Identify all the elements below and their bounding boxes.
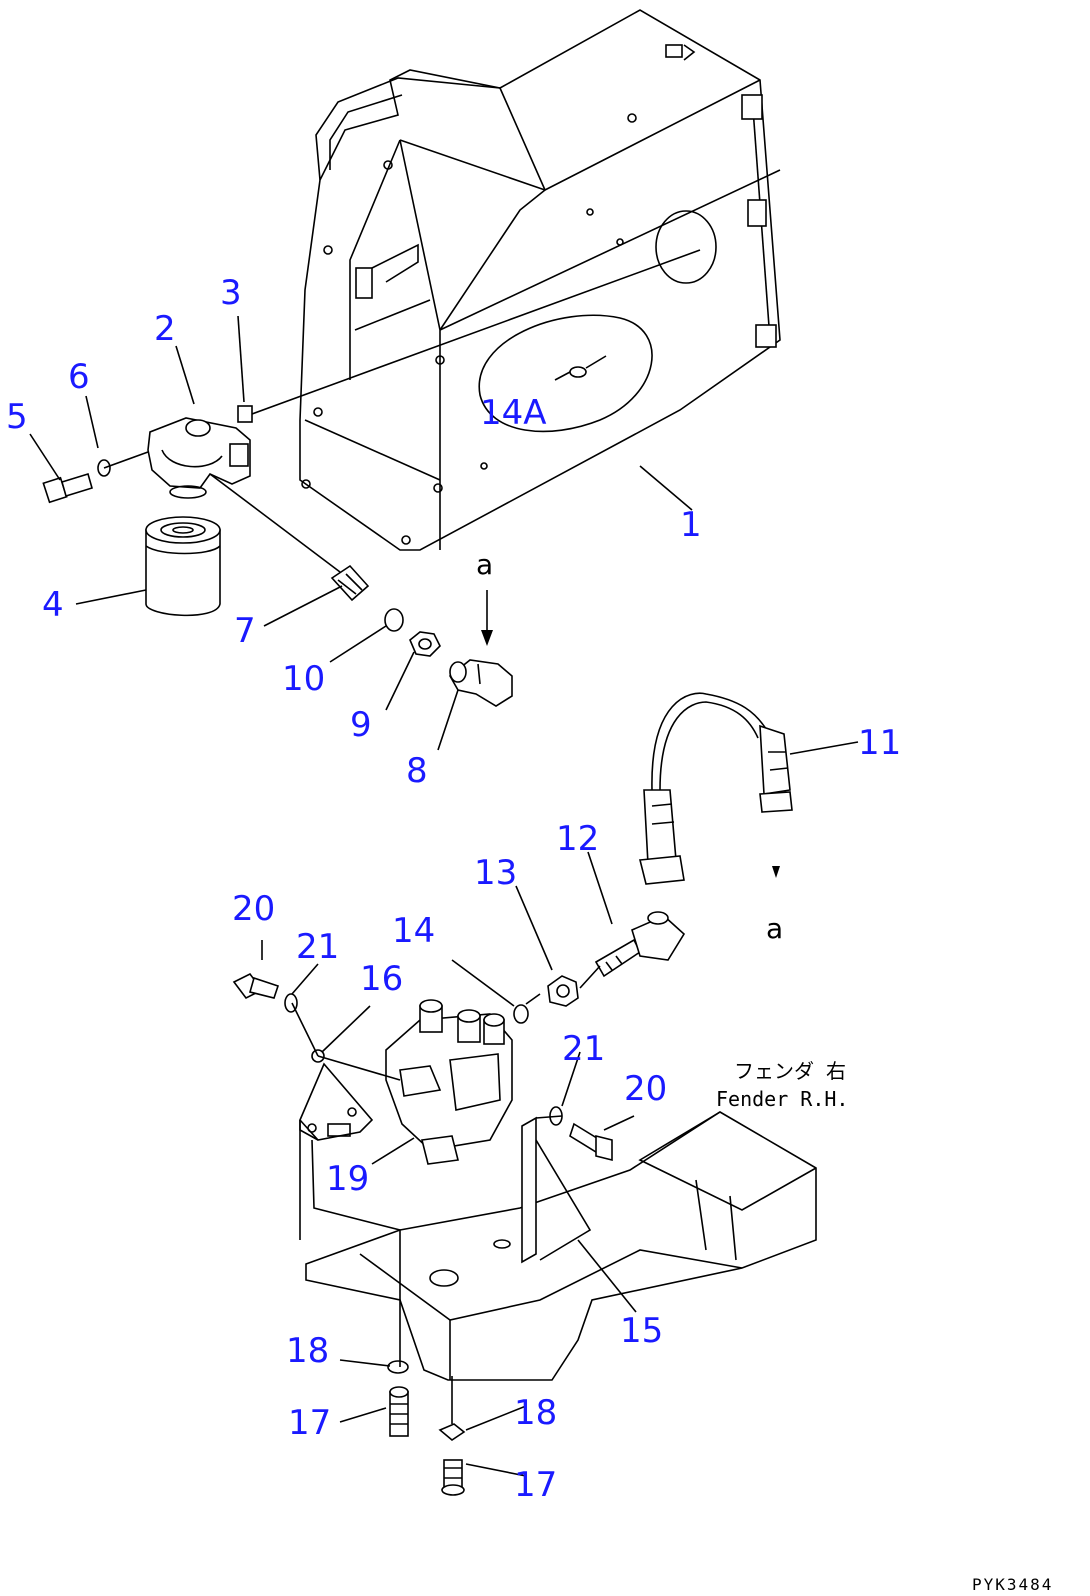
callout-21-left: 21 <box>296 927 339 967</box>
fitting-part-12 <box>594 911 686 978</box>
callout-13: 13 <box>474 853 517 893</box>
callout-labels: 1 2 3 4 5 6 7 8 9 10 11 12 13 14 14A 15 … <box>6 273 901 1505</box>
fender-frame-part-15 <box>305 1111 817 1381</box>
callout-8: 8 <box>406 751 428 791</box>
fitting-part-7 <box>330 564 370 602</box>
callout-18-left: 18 <box>286 1331 329 1371</box>
leader-lines <box>29 315 859 1477</box>
callout-7: 7 <box>234 611 256 651</box>
callout-14a: 14A <box>480 393 547 433</box>
filter-part-4 <box>145 516 221 617</box>
callout-20-left: 20 <box>232 889 275 929</box>
nut-part-9 <box>409 631 441 657</box>
callout-20-right: 20 <box>624 1069 667 1109</box>
callout-3: 3 <box>220 273 242 313</box>
o-ring-part-10 <box>384 608 404 632</box>
bolt-part-20-left <box>232 972 280 1000</box>
callout-14: 14 <box>392 911 435 951</box>
callout-15: 15 <box>620 1311 663 1351</box>
callout-6: 6 <box>68 357 90 397</box>
assembly-lines <box>103 249 780 1424</box>
drawing-code: PYK3484 <box>972 1575 1053 1594</box>
callout-19: 19 <box>326 1159 369 1199</box>
elbow-part-8 <box>448 659 513 707</box>
callout-9: 9 <box>350 705 372 745</box>
callout-12: 12 <box>556 819 599 859</box>
callout-4: 4 <box>42 585 64 625</box>
callout-18-right: 18 <box>514 1393 557 1433</box>
bolt-part-5 <box>42 472 93 504</box>
fender-note-en: Fender R.H. <box>716 1087 848 1111</box>
washer-part-18-right <box>438 1423 466 1441</box>
callout-1: 1 <box>680 505 702 545</box>
bolt-part-20-right <box>569 1122 613 1162</box>
bolt-part-17-left <box>389 1386 409 1437</box>
connector-mark-top: a <box>476 548 493 581</box>
callout-17-left: 17 <box>288 1403 331 1443</box>
nut-part-13 <box>547 975 579 1007</box>
callout-21-right: 21 <box>562 1029 605 1069</box>
connector-mark-bottom: a <box>766 912 783 945</box>
housing-part-1 <box>299 9 781 551</box>
callout-11: 11 <box>858 723 901 763</box>
bolt-part-17-right <box>441 1459 465 1496</box>
plug-part-3 <box>237 405 253 423</box>
o-ring-part-14 <box>513 1004 529 1024</box>
filter-head-part-2 <box>147 417 251 499</box>
bracket-part-16 <box>299 1049 374 1141</box>
callout-17-right: 17 <box>514 1465 557 1505</box>
callout-5: 5 <box>6 397 28 437</box>
washer-part-18-left <box>387 1360 409 1374</box>
callout-16: 16 <box>360 959 403 999</box>
callout-10: 10 <box>282 659 325 699</box>
fender-note-jp: フェンダ 右 <box>734 1059 846 1083</box>
hose-part-11 <box>638 692 793 885</box>
valve-part-19 <box>385 999 513 1165</box>
callout-2: 2 <box>154 309 176 349</box>
